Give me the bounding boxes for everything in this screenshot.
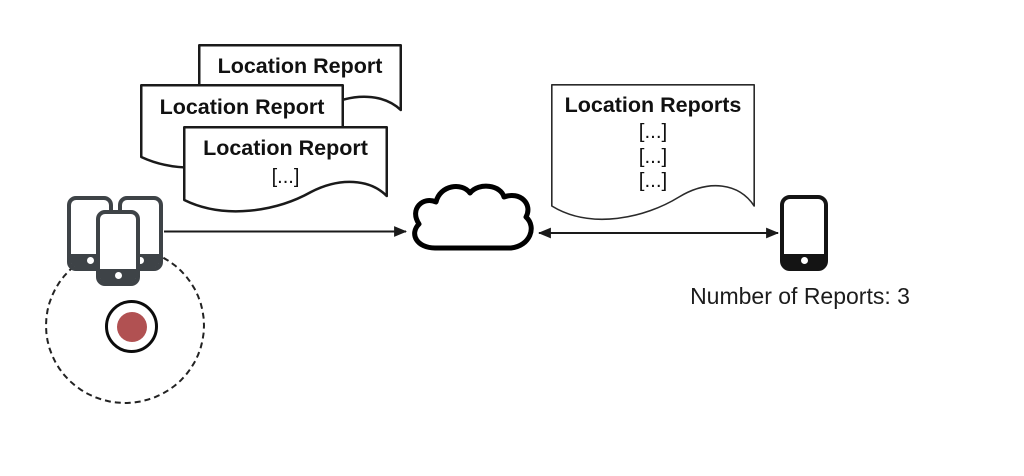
phone-home-button (800, 257, 808, 264)
tracker-core-dot (116, 311, 147, 342)
nearby-phone-icon-front (96, 210, 140, 286)
document-shape (183, 126, 388, 213)
report-line: [...] (638, 120, 668, 143)
doc-title: Location Report (217, 54, 383, 78)
phone-home-button (86, 257, 94, 264)
report-line: [...] (638, 144, 668, 168)
doc-report-lines: [...] [...] [...] (551, 120, 755, 194)
doc-title: Location Reports (564, 93, 742, 117)
location-report-doc-front: Location Report [...] (183, 126, 388, 226)
tracker-icon (105, 300, 158, 353)
phone-home-button (137, 257, 144, 264)
doc-title: Location Report (203, 136, 368, 160)
report-line: [...] (638, 169, 668, 192)
cloud-outline (412, 183, 534, 251)
phone-home-button (114, 272, 122, 279)
finder-phone-icon (780, 195, 828, 271)
report-count-caption: Number of Reports: 3 (690, 283, 910, 309)
doc-body: [...] (271, 166, 300, 188)
document-outline (183, 126, 388, 213)
cloud-icon (412, 183, 534, 251)
aggregate-report-doc: Location Reports [...] [...] [...] (551, 84, 755, 234)
document-shape (551, 84, 755, 221)
doc-title: Location Report (159, 95, 325, 119)
document-outline (551, 84, 755, 221)
